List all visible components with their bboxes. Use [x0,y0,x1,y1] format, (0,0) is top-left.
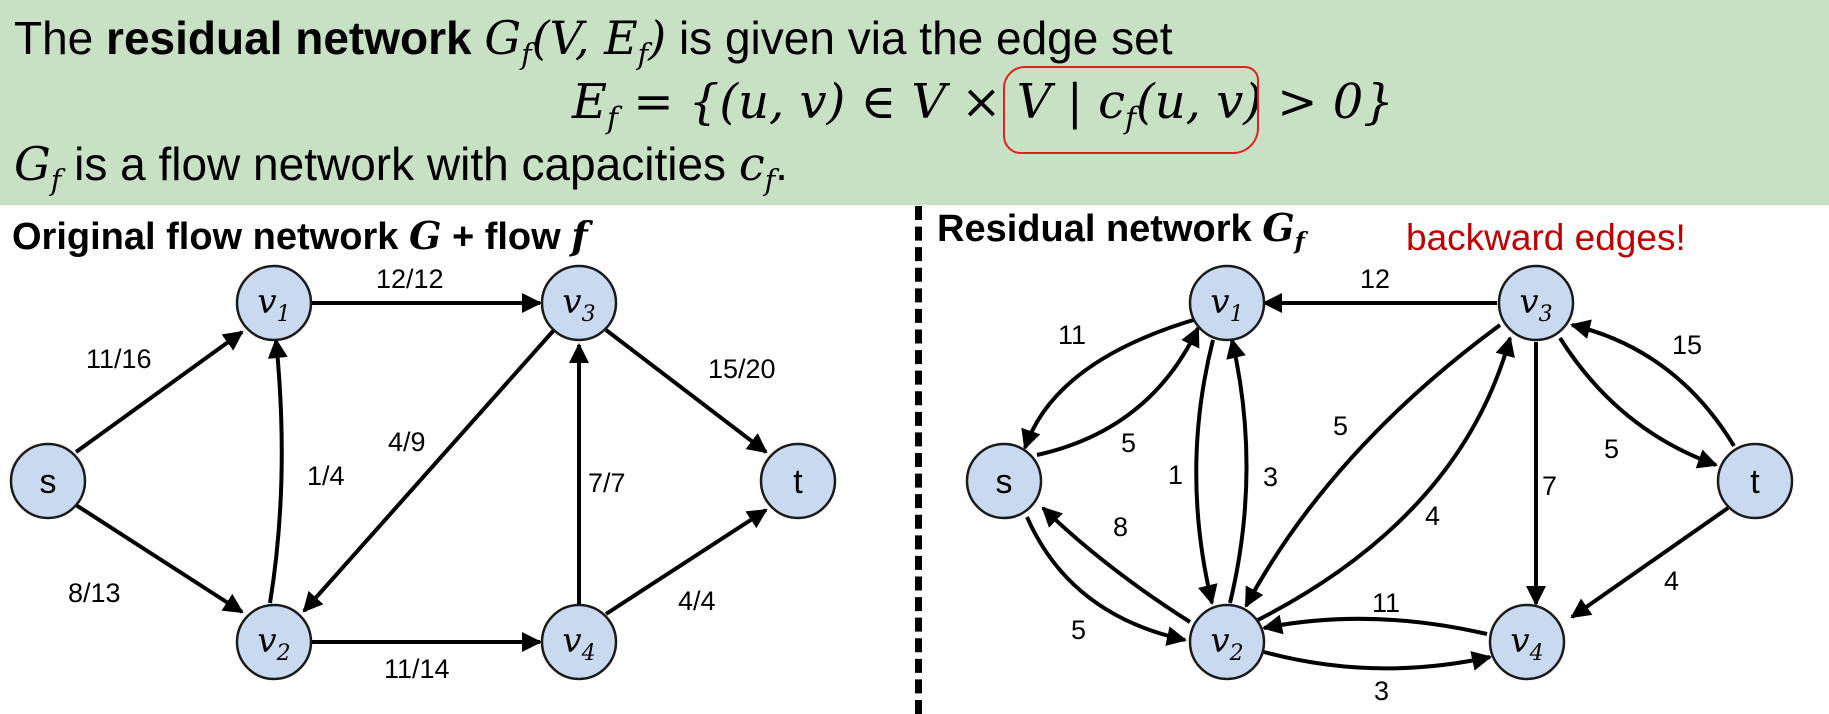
definition-line-1: The residual network Gf(V, Ef) is given … [14,8,1173,85]
redge-v2-s [1041,506,1192,624]
node-v4: v4 [540,603,618,681]
rlabel-s-v2: 5 [1071,615,1086,645]
redge-t-v4 [1570,506,1730,619]
node-s: s [9,442,87,520]
label-s-v1: 11/16 [86,344,152,374]
left-title-f: f [571,213,588,258]
rlabel-t-v3: 15 [1672,330,1702,360]
rnode-t-label: t [1750,463,1760,501]
edge-v3-v2 [302,328,556,613]
edge-v4-t [604,508,768,616]
backward-edges-note: backward edges! [1406,217,1686,258]
edge-v3-t [604,328,768,454]
redge-v3-v2 [1244,323,1502,608]
node-t: t [759,442,837,520]
left-title-g: G [408,213,442,258]
rlabel-v3-v4: 7 [1542,471,1557,501]
rlabel-v2-v4: 3 [1374,676,1389,706]
right-title-text: Residual network [937,208,1252,250]
rlabel-s-v1: 5 [1121,428,1136,458]
edge-s-v1 [74,330,244,454]
label-v2-v1: 1/4 [307,461,345,491]
rlabel-v1-v2: 1 [1168,460,1183,490]
rnode-t: t [1716,442,1794,520]
line1-prefix: The [14,12,94,64]
cf-symbol: cf [738,137,776,197]
rnode-v1-label: v1 [1210,282,1243,327]
edge-s-v2 [74,503,244,614]
definition-banner: The residual network Gf(V, Ef) is given … [0,0,1829,205]
original-network-graph: 11/16 8/13 1/4 12/12 4/9 11/14 7/7 15/20… [9,264,837,684]
node-v1: v1 [235,264,313,342]
rlabel-t-v4: 4 [1664,566,1679,596]
redge-v4-v2 [1262,614,1488,636]
redge-v2-v4 [1263,650,1492,671]
node-t-label: t [793,463,803,501]
redge-s-v1 [1036,326,1200,457]
rnode-v4: v4 [1488,603,1566,681]
rlabel-v3-v1: 12 [1360,264,1390,294]
residual-network-term: residual network [106,12,472,64]
line3-text: is a flow network with capacities [74,138,727,190]
rlabel-v2-v3: 4 [1425,501,1440,531]
redge-v3-t [1558,336,1718,469]
left-panel-title: Original flow network G + flow f [12,214,588,259]
redge-s-v2 [1025,516,1187,646]
redge-v2-v1 [1226,338,1249,604]
rnode-s: s [965,442,1043,520]
rlabel-v3-v2: 5 [1333,411,1348,441]
label-v4-v3: 7/7 [588,468,626,498]
label-v3-t: 15/20 [708,354,776,384]
rnode-v2: v2 [1188,603,1266,681]
left-title-plus: + flow [451,216,561,258]
rlabel-v2-v1: 3 [1263,462,1278,492]
left-title-text: Original flow network [12,216,399,258]
panel-divider [915,206,922,714]
rnode-v3-label: v3 [1519,282,1552,327]
rnode-v3: v3 [1497,264,1575,342]
label-s-v2: 8/13 [68,578,121,608]
right-title-gf: Gf [1262,205,1305,256]
node-v2: v2 [235,603,313,681]
definition-line-3: Gf is a flow network with capacities cf. [14,134,788,211]
rlabel-v3-t: 5 [1604,434,1619,464]
rnode-s-label: s [996,463,1013,501]
node-s-label: s [40,463,57,501]
residual-graph-symbol: Gf(V, Ef) [484,11,667,71]
label-v2-v4: 11/14 [384,654,450,684]
handwritten-highlight-circle [1003,66,1259,154]
gf-symbol: Gf [14,137,62,197]
rnode-v1: v1 [1188,264,1266,342]
right-panel-title: Residual network Gf [937,206,1305,263]
label-v3-v2: 4/9 [388,427,426,457]
line1-suffix: is given via the edge set [678,12,1173,64]
label-v1-v3: 12/12 [376,264,444,294]
edge-v2-v1 [267,338,288,604]
rlabel-v2-s: 8 [1113,512,1128,542]
redge-t-v3 [1570,319,1736,448]
redge-v2-v3 [1247,336,1515,627]
residual-network-graph: 11 5 8 5 1 3 12 5 4 11 3 7 5 15 4 s v1 v… [965,264,1794,706]
line3-end: . [775,138,788,190]
edge-set-formula: Ef = {(u, v) ∈ V × V | cf(u, v) > 0} [572,74,1394,137]
redge-v1-v2 [1194,339,1218,605]
rlabel-v4-v2: 11 [1372,588,1400,618]
label-v4-t: 4/4 [678,586,716,616]
node-v3: v3 [540,264,618,342]
redge-v1-s [1021,316,1201,450]
rlabel-v1-s: 11 [1058,320,1086,350]
